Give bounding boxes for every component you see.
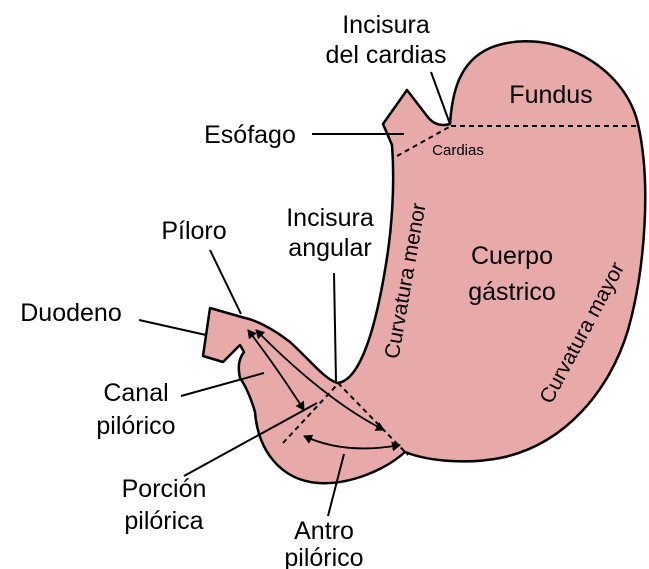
canal-pilorico-leader [180, 372, 265, 397]
canal-pilorico-label-2: pilórico [96, 412, 175, 440]
incisura-angular-label-2: angular [288, 234, 371, 262]
esofago-label: Esófago [204, 121, 296, 149]
antro-pilorico-arrow [303, 434, 401, 452]
canal-pilorico-label-1: Canal [103, 379, 168, 407]
porcion-pilorica-label-2: pilórica [124, 507, 203, 535]
duodeno-label: Duodeno [20, 299, 121, 327]
incisura-cardias-label-2: del cardias [326, 41, 447, 69]
piloro-label: Píloro [161, 217, 226, 245]
porcion-pilorica-arrow [255, 329, 385, 431]
antro-pilorico-label-2: pilórico [284, 544, 363, 569]
cardias-divider [396, 125, 452, 157]
incisura-angular-leader [333, 272, 337, 383]
incisura-angular-label-1: Incisura [286, 204, 374, 232]
cuerpo-gastrico-label-1: Cuerpo [471, 242, 553, 270]
cuerpo-gastrico-label-2: gástrico [468, 278, 556, 306]
piloro-leader [209, 249, 242, 315]
incisura-cardias-label-1: Incisura [342, 11, 430, 39]
incisura-cardias-leader [430, 71, 451, 125]
antro-pilorico-label-1: Antro [294, 517, 354, 545]
porcion-pilorica-label-1: Porción [122, 475, 207, 503]
porcion-pilorica-leader [183, 402, 318, 477]
cardias-label: Cardias [432, 142, 484, 159]
duodeno-leader [138, 319, 207, 336]
antro-pilorico-leader [327, 453, 345, 517]
fundus-label: Fundus [509, 81, 592, 109]
